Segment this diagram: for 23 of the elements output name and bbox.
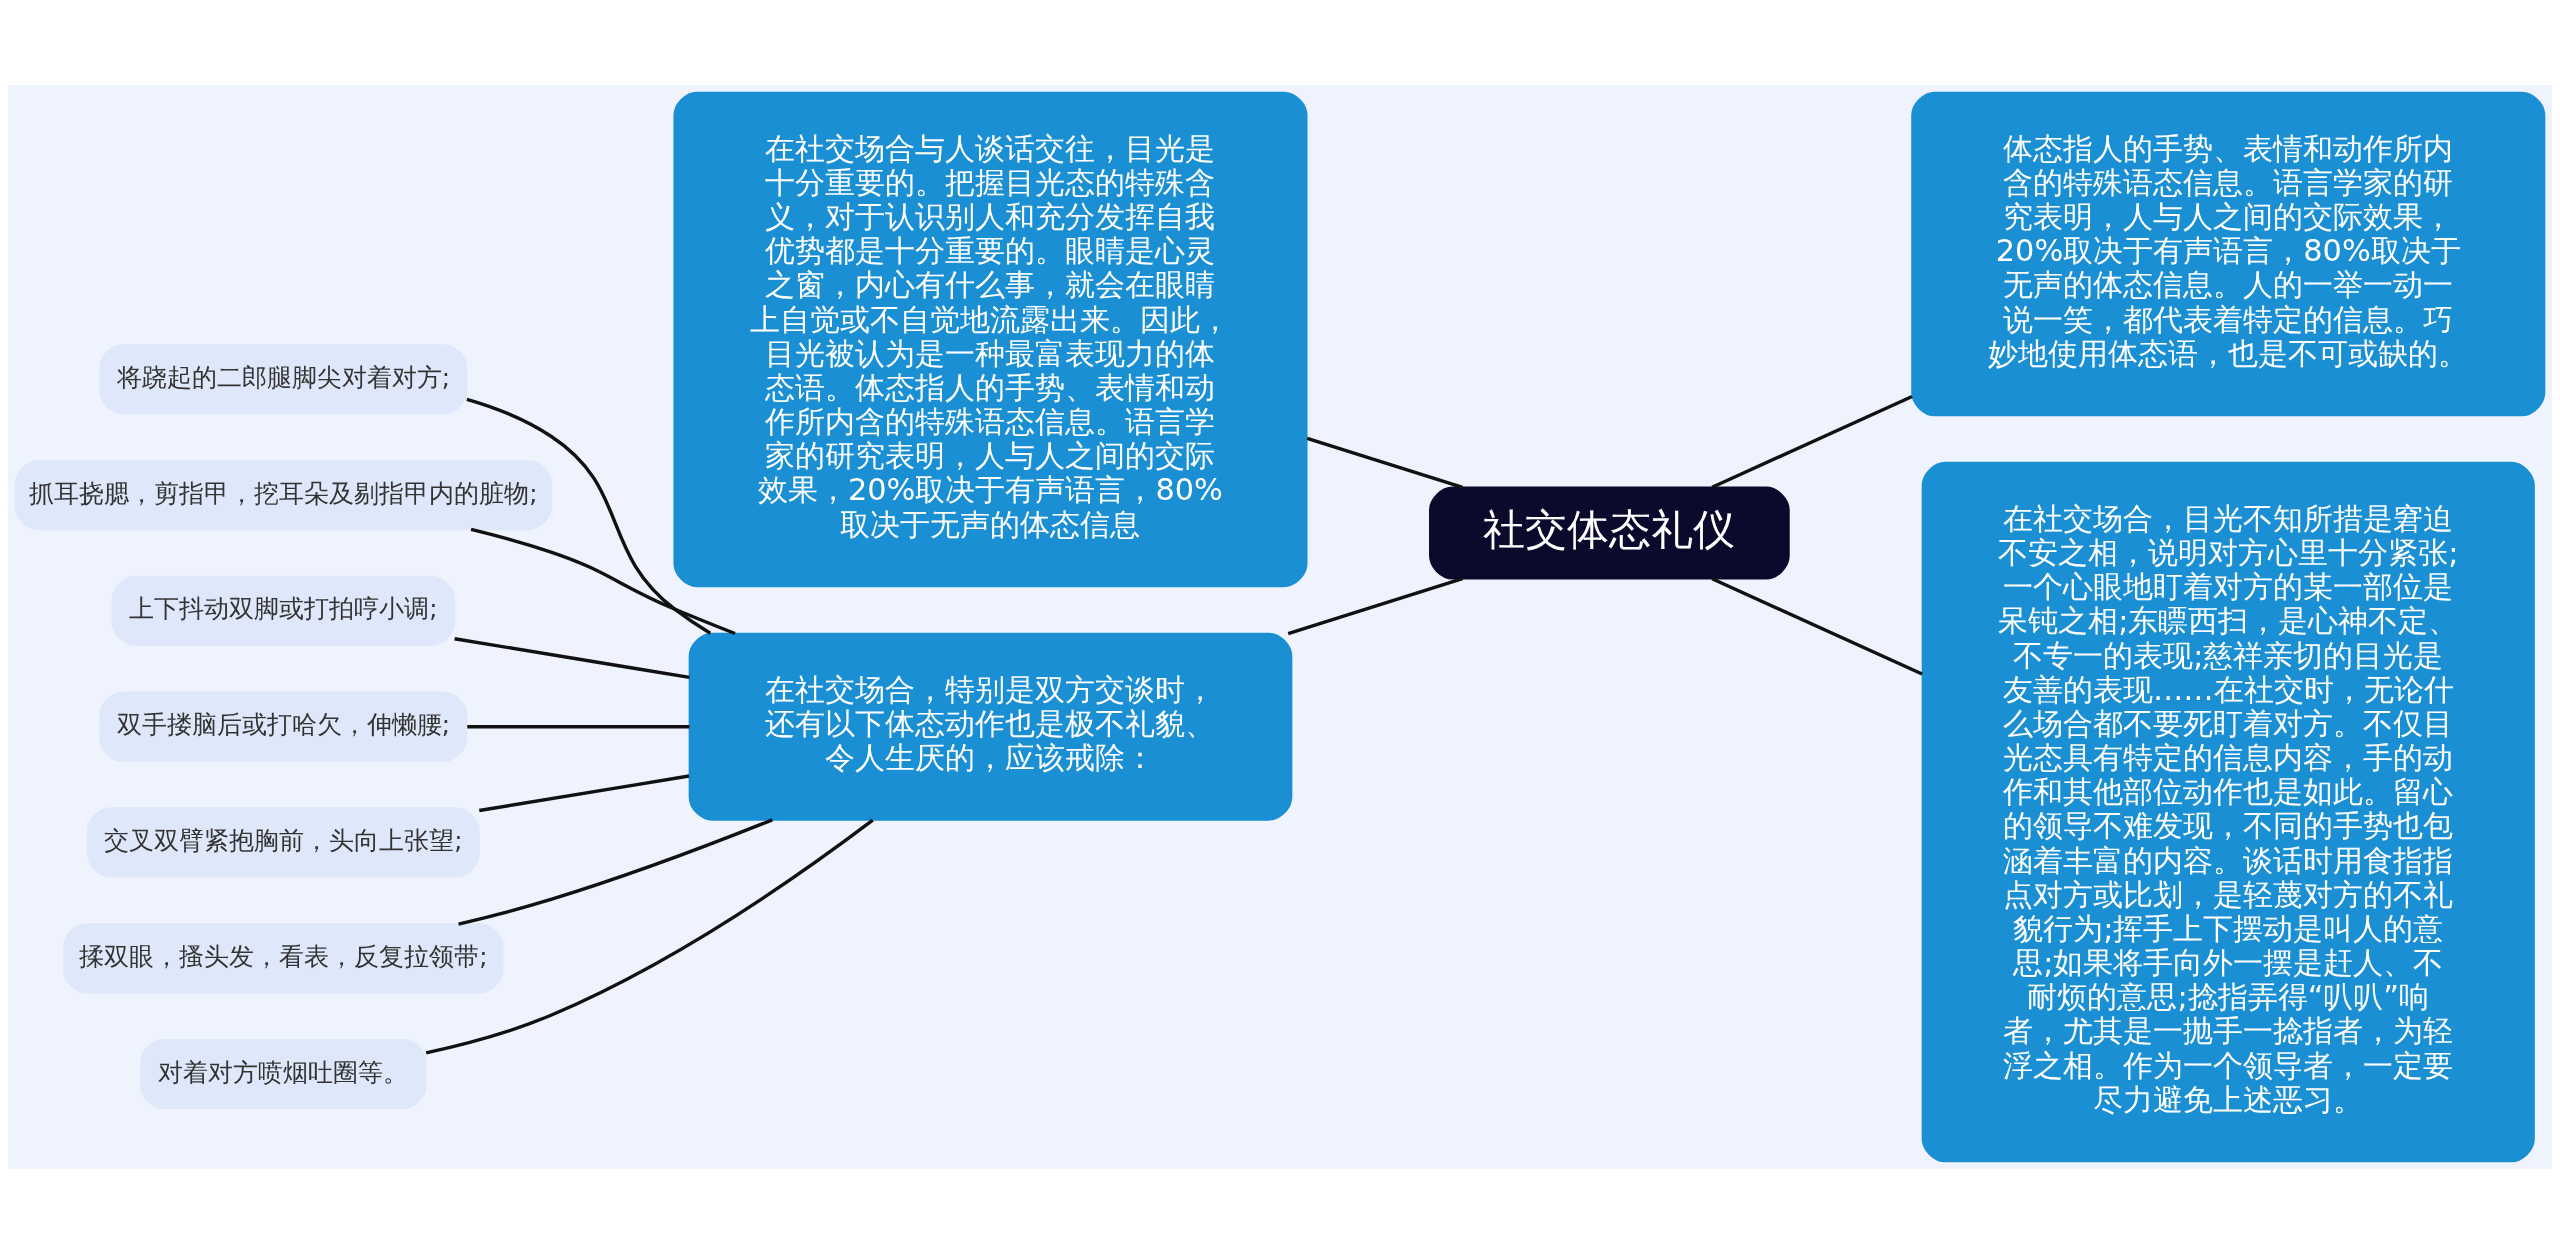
node-box: 将跷起的二郎腿脚尖对着对方; [99,344,468,415]
node-box: 在社交场合，目光不知所措是窘迫不安之相，说明对方心里十分紧张;一个心眼地盯着对方的某一部位是呆钝之相;东瞟西扫，是心神不定、不专一的表现;慈祥亲切的目光是友善的表现……在社交时，无论什么场合都不要死盯着对方。不仅目光态具有特定的信息内容，手的动作和其他部位动作也是如此。留心的领导不难发现，不同的手势也包涵着丰富的内容。谈话时用食指指点对方或比划，是轻蔑对方的不礼貌行为;挥手上下摆动是叫人的意思;如果将手向外一摆是赶人、不耐烦的意思;捻指弄得“叭叭”响者，尤其是一抛手一捻指者，为轻浮之相。作为一个领导者，一定要尽力避免上述恶习。 [1921,461,2535,1163]
connector [466,397,712,635]
node-box: 交叉双臂紧抱胸前，头向上张望; [86,807,480,878]
node-box: 揉双眼，搔头发，看表，反复拉领带; [63,923,504,994]
connector [1711,577,1923,676]
connector [425,818,874,1055]
connector [1287,577,1463,636]
node-box: 社交体态礼仪 [1429,486,1790,580]
connector [470,527,736,636]
node-box: 体态指人的手势、表情和动作所内含的特殊语态信息。语言学家的研究表明，人与人之间的交际效果，20%取决于有声语言，80%取决于无声的体态信息。人的一举一动一说一笑，都代表着特定的信息。巧妙地使用体态语，也是不可或缺的。 [1911,91,2546,417]
connector [454,637,690,680]
connector [458,818,773,926]
node-box: 上下抖动双脚或打拍哼小调; [111,575,456,646]
node-box: 双手搂脑后或打哈欠，伸懒腰; [99,691,468,762]
connector [1711,395,1913,489]
node-box: 对着对方喷烟吐圈等。 [140,1038,427,1110]
node-box: 在社交场合，特别是双方交谈时，还有以下体态动作也是极不礼貌、令人生厌的，应该戒除： [688,632,1293,821]
node-box: 在社交场合与人谈话交往，目光是十分重要的。把握目光态的特殊含义，对于认识别人和充分发挥自我优势都是十分重要的。眼睛是心灵之窗，内心有什么事，就会在眼睛上自觉或不自觉地流露出来。因此，目光被认为是一种最富表现力的体态语。体态指人的手势、表情和动作所内含的特殊语态信息。语言学家的研究表明，人与人之间的交际效果，20%取决于有声语言，80%取决于无声的体态信息 [673,91,1308,588]
node-box: 抓耳挠腮，剪指甲，挖耳朵及剔指甲内的脏物; [14,459,552,531]
connector [479,774,690,813]
connector [1306,436,1464,490]
connector [467,724,690,729]
